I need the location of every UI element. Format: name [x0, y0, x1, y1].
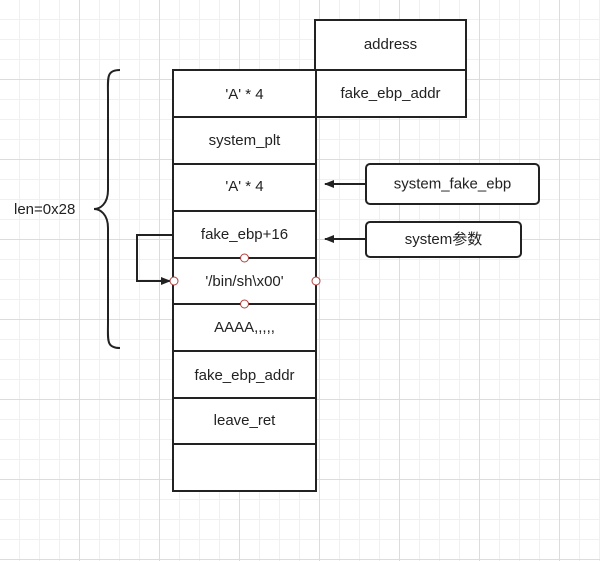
- stack-cell-2: 'A' * 4: [172, 163, 317, 212]
- stack-cell-6-label: fake_ebp_addr: [194, 367, 294, 384]
- stack-cell-7: leave_ret: [172, 397, 317, 445]
- handle-bottom[interactable]: [240, 299, 249, 309]
- stack-cell-5-label: AAAA,,,,,: [214, 319, 275, 336]
- len-brace: [93, 69, 121, 349]
- stack-cell-1: system_plt: [172, 116, 317, 165]
- address-header-label: address: [364, 36, 417, 53]
- fake-ebp-addr-label: fake_ebp_addr: [340, 85, 440, 102]
- callout-system-param: system参数: [365, 221, 522, 258]
- stack-cell-2-label: 'A' * 4: [225, 178, 263, 195]
- stack-column: 'A' * 4 system_plt 'A' * 4 fake_ebp+16 '…: [172, 69, 317, 492]
- handle-top[interactable]: [240, 253, 249, 263]
- stack-cell-3-label: fake_ebp+16: [201, 226, 288, 243]
- callout-system-fake-ebp: system_fake_ebp: [365, 163, 540, 205]
- stack-cell-0: 'A' * 4: [172, 69, 317, 118]
- address-header-cell: address: [314, 19, 467, 71]
- stack-cell-8: [172, 443, 317, 492]
- handle-left[interactable]: [169, 276, 179, 286]
- stack-cell-7-label: leave_ret: [214, 412, 277, 429]
- fake-ebp-addr-cell: fake_ebp_addr: [314, 69, 467, 118]
- callout-system-param-label: system参数: [405, 231, 483, 248]
- stack-cell-3: fake_ebp+16: [172, 210, 317, 259]
- stack-cell-1-label: system_plt: [209, 132, 282, 149]
- stack-cell-4-label: '/bin/sh\x00': [205, 273, 283, 290]
- stack-cell-4: '/bin/sh\x00': [172, 257, 317, 305]
- callout-system-fake-ebp-label: system_fake_ebp: [394, 175, 512, 192]
- pointer-arrow: [136, 234, 173, 285]
- stack-cell-0-label: 'A' * 4: [225, 86, 263, 103]
- stack-cell-5: AAAA,,,,,: [172, 303, 317, 352]
- len-label: len=0x28: [14, 201, 75, 218]
- handle-right[interactable]: [311, 276, 321, 286]
- stack-cell-6: fake_ebp_addr: [172, 350, 317, 399]
